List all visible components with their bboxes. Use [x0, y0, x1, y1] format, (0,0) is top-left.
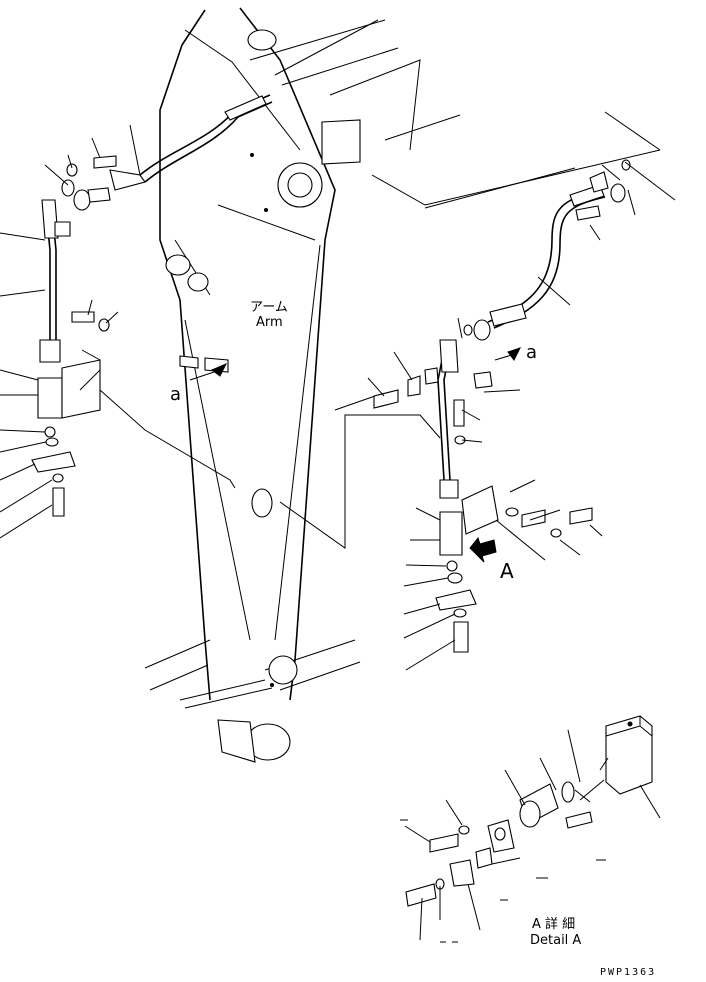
arm-body	[159, 7, 361, 763]
detail-A-assembly	[400, 715, 661, 943]
hose-right	[279, 159, 676, 671]
view-A-label: A	[500, 559, 514, 583]
ref-mark-a-right: a	[526, 342, 537, 363]
detail-A-title-en: Detail A	[530, 933, 581, 948]
arm-label-jp: アーム	[250, 300, 288, 315]
hose-left	[0, 94, 273, 539]
detail-A-title-jp: A 詳 細	[532, 916, 575, 932]
drawing-code: PWP1363	[600, 967, 656, 978]
arm-label-en: Arm	[256, 315, 283, 330]
ref-mark-a-left: a	[170, 384, 181, 405]
arrow-view-A	[469, 536, 497, 563]
